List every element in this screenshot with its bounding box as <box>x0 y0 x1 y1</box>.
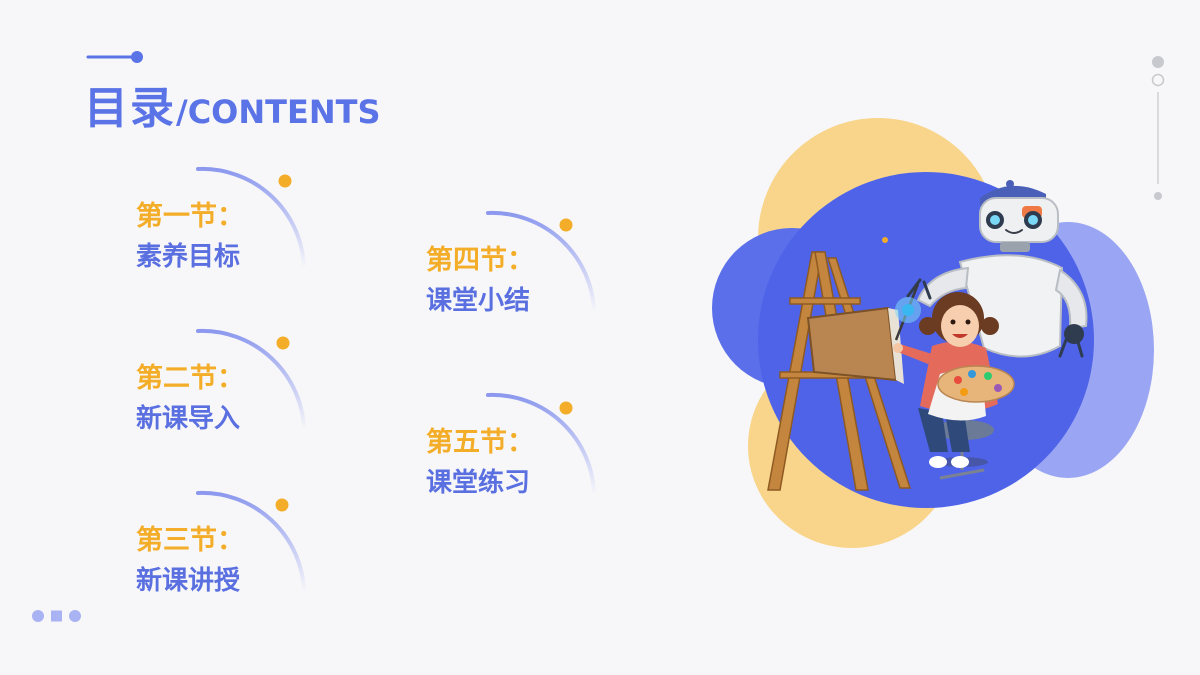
page-title: 目录/CONTENTS <box>84 72 381 136</box>
title-decoration-icon <box>86 51 143 63</box>
section-item-2[interactable]: 第二节： 新课导入 <box>136 326 336 446</box>
page-title-cn: 目录 <box>84 83 176 134</box>
section-arc-icon <box>196 490 306 594</box>
canvas-board-icon <box>806 306 904 384</box>
section-name: 素养目标 <box>136 242 241 272</box>
section-arc-icon <box>486 210 596 314</box>
section-name: 新课导入 <box>136 404 241 434</box>
section-label: 第四节： <box>426 245 534 276</box>
section-name: 新课讲授 <box>136 566 241 596</box>
section-arc-icon <box>196 166 306 270</box>
section-name: 课堂练习 <box>426 468 531 498</box>
robot-icon <box>906 180 1088 358</box>
side-slider-decoration-icon <box>1151 56 1165 200</box>
section-item-3[interactable]: 第三节： 新课讲授 <box>136 488 336 608</box>
section-item-4[interactable]: 第四节： 课堂小结 <box>426 208 626 328</box>
robot-girl-painting-illustration <box>712 118 1154 548</box>
section-item-5[interactable]: 第五节： 课堂练习 <box>426 390 626 510</box>
bottom-dots-decoration-icon <box>32 610 81 622</box>
section-name: 课堂小结 <box>426 286 531 316</box>
section-label: 第一节： <box>136 201 244 232</box>
page-title-en: /CONTENTS <box>176 93 381 131</box>
section-label: 第三节： <box>136 525 244 556</box>
section-arc-icon <box>486 392 596 496</box>
section-label: 第五节： <box>426 427 534 458</box>
section-arc-icon <box>196 328 306 432</box>
palette-icon <box>937 365 1015 403</box>
section-label: 第二节： <box>136 363 244 394</box>
section-item-1[interactable]: 第一节： 素养目标 <box>136 164 336 284</box>
